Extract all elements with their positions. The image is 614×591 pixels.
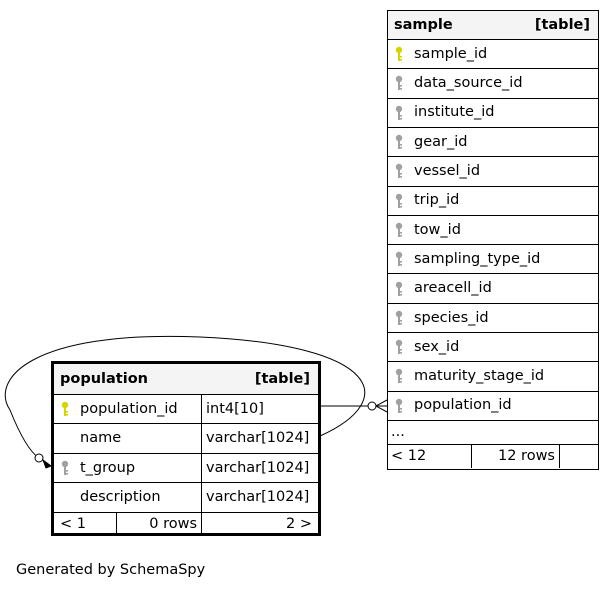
foreign-key-icon [394, 134, 408, 150]
footer-rows: 0 rows [149, 515, 197, 532]
footer-children: 2 > [286, 515, 312, 532]
footer-parents: < 12 [391, 448, 427, 465]
column-row: tow_id [388, 214, 598, 244]
column-row: gear_id [388, 126, 598, 156]
footer-rows: 12 rows [498, 448, 555, 465]
column-row: population_id [388, 390, 598, 420]
foreign-key-icon [394, 105, 408, 121]
column-name: sample_id [414, 45, 488, 62]
column-name: t_group [80, 459, 136, 476]
column-name: sex_id [414, 338, 460, 355]
sample-header: sample [table] [388, 11, 598, 39]
column-row: species_id [388, 302, 598, 332]
column-row: data_source_id [388, 68, 598, 97]
column-row: institute_id [388, 97, 598, 127]
foreign-key-icon [394, 339, 408, 355]
column-name: vessel_id [414, 163, 481, 180]
table-name: sample [394, 16, 453, 33]
population-header: population [table] [54, 364, 318, 394]
primary-key-icon [394, 46, 408, 62]
column-name: trip_id [414, 192, 460, 209]
column-name: population_id [80, 400, 178, 417]
column-row: trip_id [388, 185, 598, 215]
column-name: population_id [414, 397, 512, 414]
column-name: gear_id [414, 133, 468, 150]
column-name: institute_id [414, 104, 495, 121]
table-name: population [60, 370, 148, 387]
column-name: description [80, 489, 161, 506]
column-datatype: varchar[1024] [206, 459, 310, 476]
population-footer: < 1 0 rows 2 > [54, 511, 318, 536]
fk-loop-circle [34, 453, 44, 463]
column-row: population_id int4[10] [54, 394, 318, 424]
column-row: maturity_stage_id [388, 361, 598, 390]
column-row: vessel_id [388, 156, 598, 185]
generated-by-label: Generated by SchemaSpy [16, 562, 206, 578]
column-name: tow_id [414, 221, 461, 238]
column-row: name varchar[1024] [54, 423, 318, 453]
column-row: sample_id [388, 39, 598, 68]
fk-loop-population-self [4, 335, 366, 459]
table-type: [table] [534, 16, 590, 33]
foreign-key-icon [394, 163, 408, 179]
foreign-key-icon [394, 281, 408, 297]
column-row: sampling_type_id [388, 244, 598, 273]
sample-footer: < 12 12 rows [388, 443, 598, 468]
column-row: sex_id [388, 332, 598, 361]
foreign-key-icon [394, 75, 408, 91]
foreign-key-icon [394, 222, 408, 238]
sample-ellipsis: ... [388, 419, 598, 444]
column-row: description varchar[1024] [54, 482, 318, 512]
column-datatype: varchar[1024] [206, 430, 310, 447]
column-row: t_group varchar[1024] [54, 452, 318, 483]
column-name: species_id [414, 309, 489, 326]
foreign-key-icon [394, 310, 408, 326]
fk-line-sample-crowfoot [375, 399, 388, 413]
column-name: data_source_id [414, 75, 523, 92]
column-name: maturity_stage_id [414, 368, 545, 385]
footer-parents: < 1 [60, 515, 86, 532]
table-type: [table] [254, 370, 310, 387]
column-name: areacell_id [414, 280, 492, 297]
column-datatype: varchar[1024] [206, 489, 310, 506]
more-columns: ... [391, 424, 405, 441]
fk-line-sample-circle [367, 401, 377, 411]
primary-key-icon [60, 401, 74, 417]
table-population[interactable]: population [table] population_id int4[10] na… [51, 361, 321, 536]
foreign-key-icon [394, 251, 408, 267]
column-name: name [80, 430, 122, 447]
column-datatype: int4[10] [206, 400, 264, 417]
foreign-key-icon [394, 398, 408, 414]
foreign-key-icon [60, 460, 74, 476]
foreign-key-icon [394, 368, 408, 384]
column-name: sampling_type_id [414, 250, 541, 267]
fk-loop-arrow [41, 458, 53, 469]
foreign-key-icon [394, 193, 408, 209]
column-row: areacell_id [388, 273, 598, 302]
